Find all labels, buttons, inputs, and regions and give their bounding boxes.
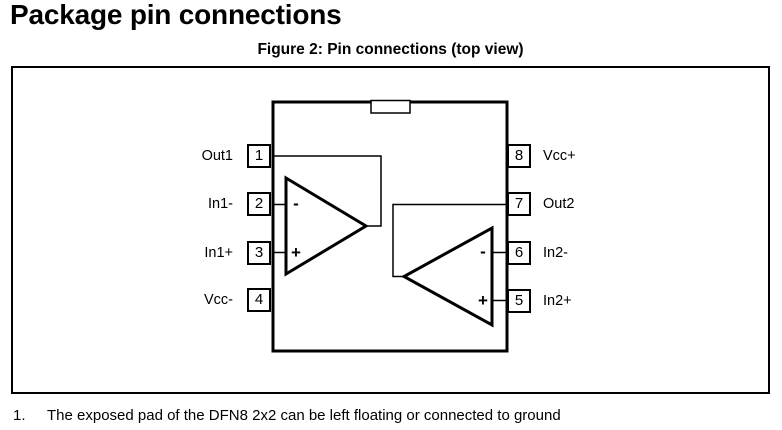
opamp2-triangle [400, 225, 494, 328]
package-notch [370, 99, 411, 114]
footnote-number: 1. [13, 407, 26, 424]
figure-caption: Figure 2: Pin connections (top view) [257, 41, 524, 58]
pin-box-8: 8 [507, 144, 531, 168]
opamp2-output-trace [392, 203, 507, 278]
footnote-text: The exposed pad of the DFN8 2x2 can be l… [47, 407, 561, 424]
pin-label-in1-minus: In1- [208, 196, 233, 212]
opamp1-minus-sign: - [293, 194, 299, 213]
pin-label-in1-plus: In1+ [204, 245, 233, 261]
pin-label-in2-minus: In2- [543, 245, 568, 261]
pin-box-2: 2 [247, 192, 271, 216]
pin-box-4: 4 [247, 288, 271, 312]
opamp2-minus-sign: - [480, 242, 486, 261]
pin-label-out1: Out1 [201, 148, 233, 164]
opamp1-triangle [284, 175, 369, 277]
page-title: Package pin connections [10, 0, 342, 30]
opamp1-plus-sign: + [291, 243, 301, 262]
opamp2-plus-sign: + [478, 291, 488, 310]
pin-label-vcc-plus: Vcc+ [543, 148, 576, 164]
pin-box-1: 1 [247, 144, 271, 168]
pin-label-in2-plus: In2+ [543, 293, 572, 309]
pin-label-out2: Out2 [543, 196, 575, 212]
pin-box-7: 7 [507, 192, 531, 216]
pin-box-6: 6 [507, 241, 531, 265]
pin-box-5: 5 [507, 289, 531, 313]
opamp1-output-trace [273, 155, 382, 227]
pin-label-vcc-minus: Vcc- [204, 292, 233, 308]
footnote: 1. The exposed pad of the DFN8 2x2 can b… [13, 406, 561, 425]
pin-box-3: 3 [247, 241, 271, 265]
